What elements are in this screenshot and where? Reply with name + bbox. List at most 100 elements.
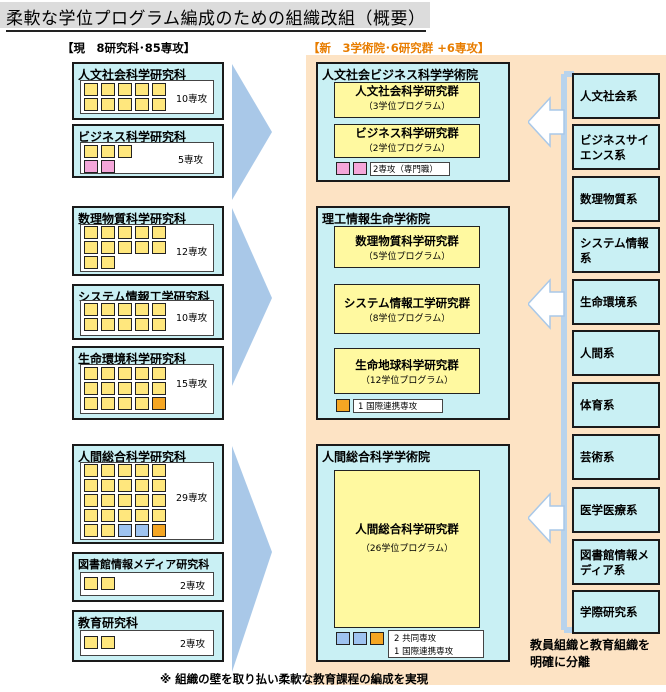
unit-square	[135, 303, 149, 316]
faculty-org-name: 医学医療系	[580, 503, 638, 517]
new-header: 【新 3学術院･6研究群 +6専攻】	[308, 41, 490, 55]
arrow-to-institute-2	[528, 278, 565, 330]
faculty-org-humanities: 人文社会系	[572, 73, 660, 119]
international-unit-square	[152, 397, 166, 410]
arrow-humanities	[232, 64, 272, 200]
current-faculty-name: 人間総合科学研究科	[78, 450, 187, 464]
arrow-science	[232, 208, 272, 386]
current-major-count: 10専攻	[176, 313, 208, 324]
research-group-systems: システム情報工学研究群 （8学位プログラム）	[334, 284, 480, 334]
unit-square	[152, 303, 166, 316]
faculty-org-art: 芸術系	[572, 434, 660, 480]
unit-square	[101, 256, 115, 269]
unit-square	[118, 382, 132, 395]
unit-square	[101, 577, 115, 590]
international-unit-square	[370, 632, 384, 645]
unit-square	[118, 226, 132, 239]
unit-square	[135, 382, 149, 395]
current-major-count: 12専攻	[176, 247, 208, 258]
unit-square	[101, 397, 115, 410]
unit-square	[84, 494, 98, 507]
unit-square	[152, 382, 166, 395]
research-group-name: 生命地球科学研究群	[355, 358, 459, 372]
unit-square	[118, 367, 132, 380]
unit-square	[84, 577, 98, 590]
page-title: 柔軟な学位プログラム編成のための組織改組（概要）	[6, 9, 426, 29]
faculty-org-life-environment: 生命環境系	[572, 279, 660, 325]
unit-square	[101, 318, 115, 331]
professional-major-note: 2専攻（専門職）	[373, 165, 438, 175]
unit-square	[152, 479, 166, 492]
current-faculty-name: 生命環境科学研究科	[78, 352, 187, 366]
unit-square	[118, 83, 132, 96]
faculty-org-name: 生命環境系	[580, 295, 638, 309]
unit-square	[152, 509, 166, 522]
unit-square	[84, 464, 98, 477]
unit-square	[118, 145, 132, 158]
new-institute-name: 理工情報生命学術院	[322, 212, 431, 226]
faculty-org-name: 人文社会系	[580, 89, 638, 103]
current-faculty-name: 教育研究科	[78, 616, 139, 630]
unit-square	[152, 367, 166, 380]
joint-unit-square	[353, 632, 367, 645]
unit-square	[135, 83, 149, 96]
faculty-org-business: ビジネスサイエンス系	[572, 124, 660, 170]
current-faculty-name: 図書館情報メディア研究科	[78, 558, 210, 571]
unit-square	[101, 241, 115, 254]
unit-square	[101, 367, 115, 380]
unit-square	[101, 464, 115, 477]
faculty-org-name: ビジネスサイエンス系	[580, 133, 649, 162]
unit-square	[152, 226, 166, 239]
degree-program-count: （2学位プログラム）	[363, 144, 451, 154]
new-institute-name: 人文社会ビジネス科学学術院	[322, 68, 479, 82]
unit-square	[84, 256, 98, 269]
arrow-to-institute-3	[528, 492, 565, 544]
title-background	[0, 2, 430, 28]
current-major-count: 2専攻	[180, 639, 206, 650]
current-major-count: 15専攻	[176, 379, 208, 390]
joint-unit-square	[135, 524, 149, 537]
current-major-count: 2専攻	[180, 581, 206, 592]
current-major-count: 29専攻	[176, 493, 208, 504]
unit-square	[135, 479, 149, 492]
unit-square	[101, 382, 115, 395]
unit-square	[84, 636, 98, 649]
unit-square	[84, 83, 98, 96]
unit-square	[84, 303, 98, 316]
faculty-bracket	[528, 71, 574, 633]
research-group-human-sciences: 人間総合科学研究群 （26学位プログラム）	[334, 470, 480, 628]
unit-square	[118, 494, 132, 507]
research-group-name: 人文社会科学研究群	[355, 84, 459, 98]
international-unit-square	[152, 524, 166, 537]
joint-major-note: 2 共同専攻	[394, 634, 437, 644]
professional-unit-square	[353, 162, 367, 175]
unit-square	[118, 397, 132, 410]
degree-program-count: （8学位プログラム）	[363, 314, 451, 324]
unit-square	[152, 464, 166, 477]
transition-arrows	[232, 64, 272, 672]
unit-square	[84, 226, 98, 239]
unit-square	[135, 494, 149, 507]
faculty-org-name: 図書館情報メディア系	[580, 548, 649, 577]
unit-square	[101, 83, 115, 96]
unit-square	[84, 98, 98, 111]
unit-square	[101, 98, 115, 111]
unit-square	[84, 367, 98, 380]
faculty-org-medicine: 医学医療系	[572, 487, 660, 533]
international-major-note: 1 国際連携専攻	[394, 647, 454, 657]
unit-square	[101, 226, 115, 239]
note-background	[370, 162, 450, 176]
unit-square	[152, 318, 166, 331]
research-group-business: ビジネス科学研究群 （2学位プログラム）	[334, 124, 480, 158]
faculty-org-library: 図書館情報メディア系	[572, 539, 660, 585]
current-header: 【現 8研究科･85専攻】	[62, 41, 196, 55]
unit-square	[84, 509, 98, 522]
unit-square	[84, 397, 98, 410]
unit-square	[118, 479, 132, 492]
research-group-life-earth: 生命地球科学研究群 （12学位プログラム）	[334, 348, 480, 394]
faculty-org-interdisciplinary: 学際研究系	[572, 590, 660, 634]
faculty-org-name: 体育系	[580, 398, 615, 412]
note-background	[353, 399, 443, 413]
title-underline	[6, 30, 426, 32]
unit-square	[101, 636, 115, 649]
